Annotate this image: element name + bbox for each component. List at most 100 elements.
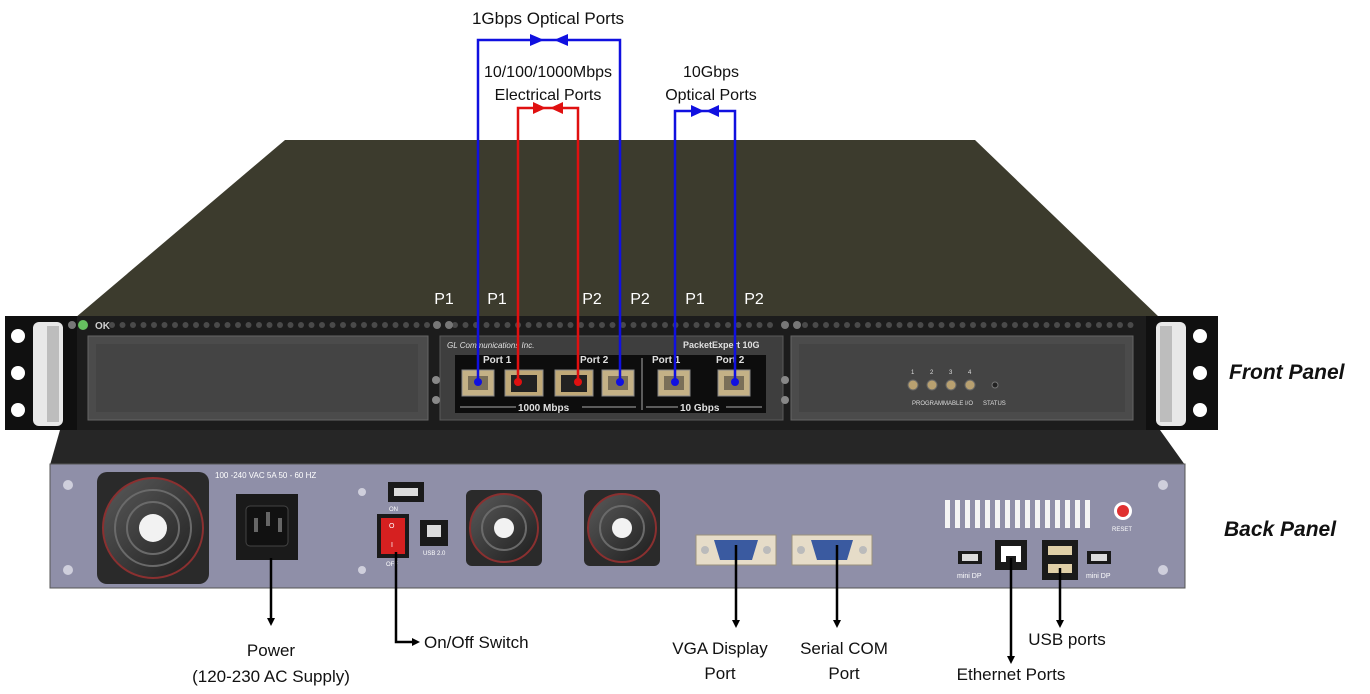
programmable-io: 1 2 3 4 PROGRAMMABLE I/O STATUS [907, 370, 1006, 407]
port-marker: P1 [487, 291, 507, 308]
vent-hole [298, 322, 304, 328]
vent-hole [683, 322, 689, 328]
vent-hole [1012, 322, 1018, 328]
vent-hole [546, 322, 553, 328]
vent-slot [1085, 500, 1090, 528]
vent-hole [245, 322, 252, 328]
vent-hole [725, 322, 731, 328]
power-label-1: Power [247, 641, 296, 660]
vent-hole [767, 322, 773, 328]
vent-hole [970, 322, 976, 328]
vent-slot [995, 500, 1000, 528]
vent-hole [917, 322, 924, 328]
panel-screw [68, 321, 76, 329]
vent-hole [130, 322, 136, 328]
serial-label-2: Port [828, 664, 859, 683]
vent-hole [483, 322, 490, 328]
vent-hole [277, 322, 283, 328]
vent-hole [823, 322, 829, 328]
vent-hole [203, 322, 210, 328]
vent-hole [182, 322, 189, 328]
serial-label-1: Serial COM [800, 639, 888, 658]
cooling-fan-2 [584, 490, 660, 566]
vent-hole [662, 322, 668, 328]
vent-hole [735, 322, 742, 328]
vent-hole [308, 322, 315, 328]
vent-hole [392, 322, 399, 328]
svg-text:4: 4 [968, 370, 972, 376]
status-led [991, 381, 999, 389]
vent-slot [1005, 500, 1010, 528]
vent-hole [854, 322, 861, 328]
usb-label: USB ports [1028, 630, 1105, 649]
vent-slot [1025, 500, 1030, 528]
vent-slot [975, 500, 980, 528]
vent-hole [140, 322, 147, 328]
vent-hole [1022, 322, 1029, 328]
tengig-callout-2: Optical Ports [665, 87, 757, 104]
port1-1g-label: Port 1 [483, 355, 512, 366]
vent-hole [536, 322, 542, 328]
vent-hole [938, 322, 945, 328]
vent-hole [620, 322, 626, 328]
vent-hole [557, 322, 563, 328]
vent-hole [875, 322, 882, 328]
vent-hole [714, 322, 721, 328]
vent-hole [109, 322, 115, 328]
vent-hole [588, 322, 595, 328]
vent-hole [844, 322, 850, 328]
power-label-2: (120-230 AC Supply) [192, 667, 350, 686]
vent-hole [161, 322, 168, 328]
vent-hole [1033, 322, 1039, 328]
onoff-label: On/Off Switch [424, 633, 529, 652]
ok-label: OK [95, 321, 111, 332]
vent-hole [361, 322, 367, 328]
vent-hole [266, 322, 273, 328]
vent-hole [525, 322, 532, 328]
svg-text:2: 2 [930, 370, 934, 376]
vent-hole [802, 322, 808, 328]
callout-arrows [267, 545, 1064, 664]
vent-hole [329, 322, 336, 328]
vent-hole [949, 322, 955, 328]
serial-port[interactable] [791, 534, 873, 566]
vga-label-2: Port [704, 664, 735, 683]
back-panel-label: Back Panel [1224, 518, 1337, 541]
panel-screw [445, 321, 453, 329]
power-switch[interactable]: O I [377, 514, 409, 558]
port-marker: P1 [434, 291, 454, 308]
ethernet-label: Ethernet Ports [957, 665, 1066, 684]
usb-b-label: USB 2.0 [423, 551, 446, 557]
svg-text:O: O [389, 523, 395, 530]
vent-hole [172, 322, 178, 328]
voltage-label: 100 -240 VAC 5A 50 - 60 HZ [215, 471, 316, 480]
electrical-callout-2: Electrical Ports [495, 87, 602, 104]
vent-hole [1064, 322, 1071, 328]
tengig-callout-1: 10Gbps [683, 64, 739, 81]
vent-slot [1015, 500, 1020, 528]
port2-1g-label: Port 2 [580, 355, 609, 366]
vent-strip [68, 321, 1134, 329]
vent-hole [1106, 322, 1113, 328]
vent-hole [214, 322, 220, 328]
vent-slot [1075, 500, 1080, 528]
power-socket[interactable] [236, 494, 298, 560]
vent-hole [193, 322, 199, 328]
svg-text:1: 1 [911, 370, 915, 376]
front-panel: OK GL Communications Inc. PacketExpert 1… [5, 316, 1218, 430]
vent-hole [256, 322, 262, 328]
vent-slot [1055, 500, 1060, 528]
panel-screw [781, 321, 789, 329]
vent-hole [119, 322, 126, 328]
vent-hole [319, 322, 325, 328]
vent-hole [1096, 322, 1102, 328]
vent-hole [151, 322, 157, 328]
switch-on-label: ON [389, 507, 398, 513]
speed-1000-label: 1000 Mbps [518, 403, 570, 414]
vent-slot [1045, 500, 1050, 528]
port1-10g-label: Port 1 [652, 355, 681, 366]
vent-hole [578, 322, 584, 328]
vent-hole [907, 322, 913, 328]
vent-hole [630, 322, 637, 328]
